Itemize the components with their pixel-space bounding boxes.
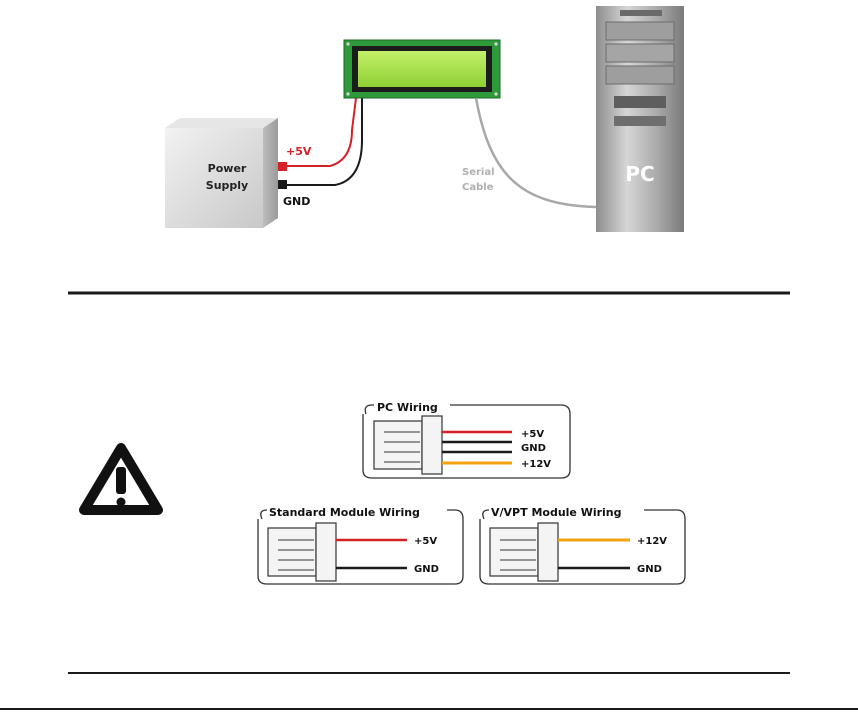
pc-connector [373, 420, 423, 470]
power-supply: Power Supply [165, 118, 278, 228]
vvpt-wiring-title: V/VPT Module Wiring [491, 506, 622, 519]
power-supply-label-line1: Power [208, 162, 247, 175]
vvpt-wiring-panel: V/VPT Module Wiring +12V GND [479, 506, 686, 585]
pc-wire-label-12v: +12V [521, 459, 551, 470]
serial-label-line2: Cable [462, 182, 494, 193]
red-terminal [278, 162, 287, 171]
pc-tower: PC [596, 6, 684, 232]
pc-wiring-panel: PC Wiring +5V GND +12V [362, 401, 571, 479]
serial-label-line1: Serial [462, 167, 495, 178]
standard-wiring-panel: Standard Module Wiring +5V GND [257, 506, 464, 585]
gnd-label: GND [283, 195, 310, 208]
vvpt-connector [489, 527, 539, 577]
standard-wire-label-5v: +5V [414, 536, 437, 547]
serial-cable [474, 97, 597, 209]
standard-wire-label-gnd: GND [414, 564, 439, 575]
red-wire [287, 97, 357, 167]
vvpt-wire-label-12v: +12V [637, 536, 667, 547]
standard-connector [267, 527, 317, 577]
power-supply-label-line2: Supply [206, 179, 248, 192]
black-terminal [278, 180, 287, 189]
pc-wiring-title: PC Wiring [377, 401, 438, 414]
plus5v-label: +5V [286, 145, 312, 158]
warning-icon [79, 443, 163, 515]
lcd-screen [358, 51, 486, 87]
pc-wire-label-5v: +5V [521, 429, 544, 440]
pc-wire-label-gnd: GND [521, 443, 546, 454]
pc-label: PC [625, 162, 654, 186]
black-wire [287, 98, 363, 186]
vvpt-wire-label-gnd: GND [637, 564, 662, 575]
lcd-module [343, 39, 501, 99]
standard-wiring-title: Standard Module Wiring [269, 506, 420, 519]
